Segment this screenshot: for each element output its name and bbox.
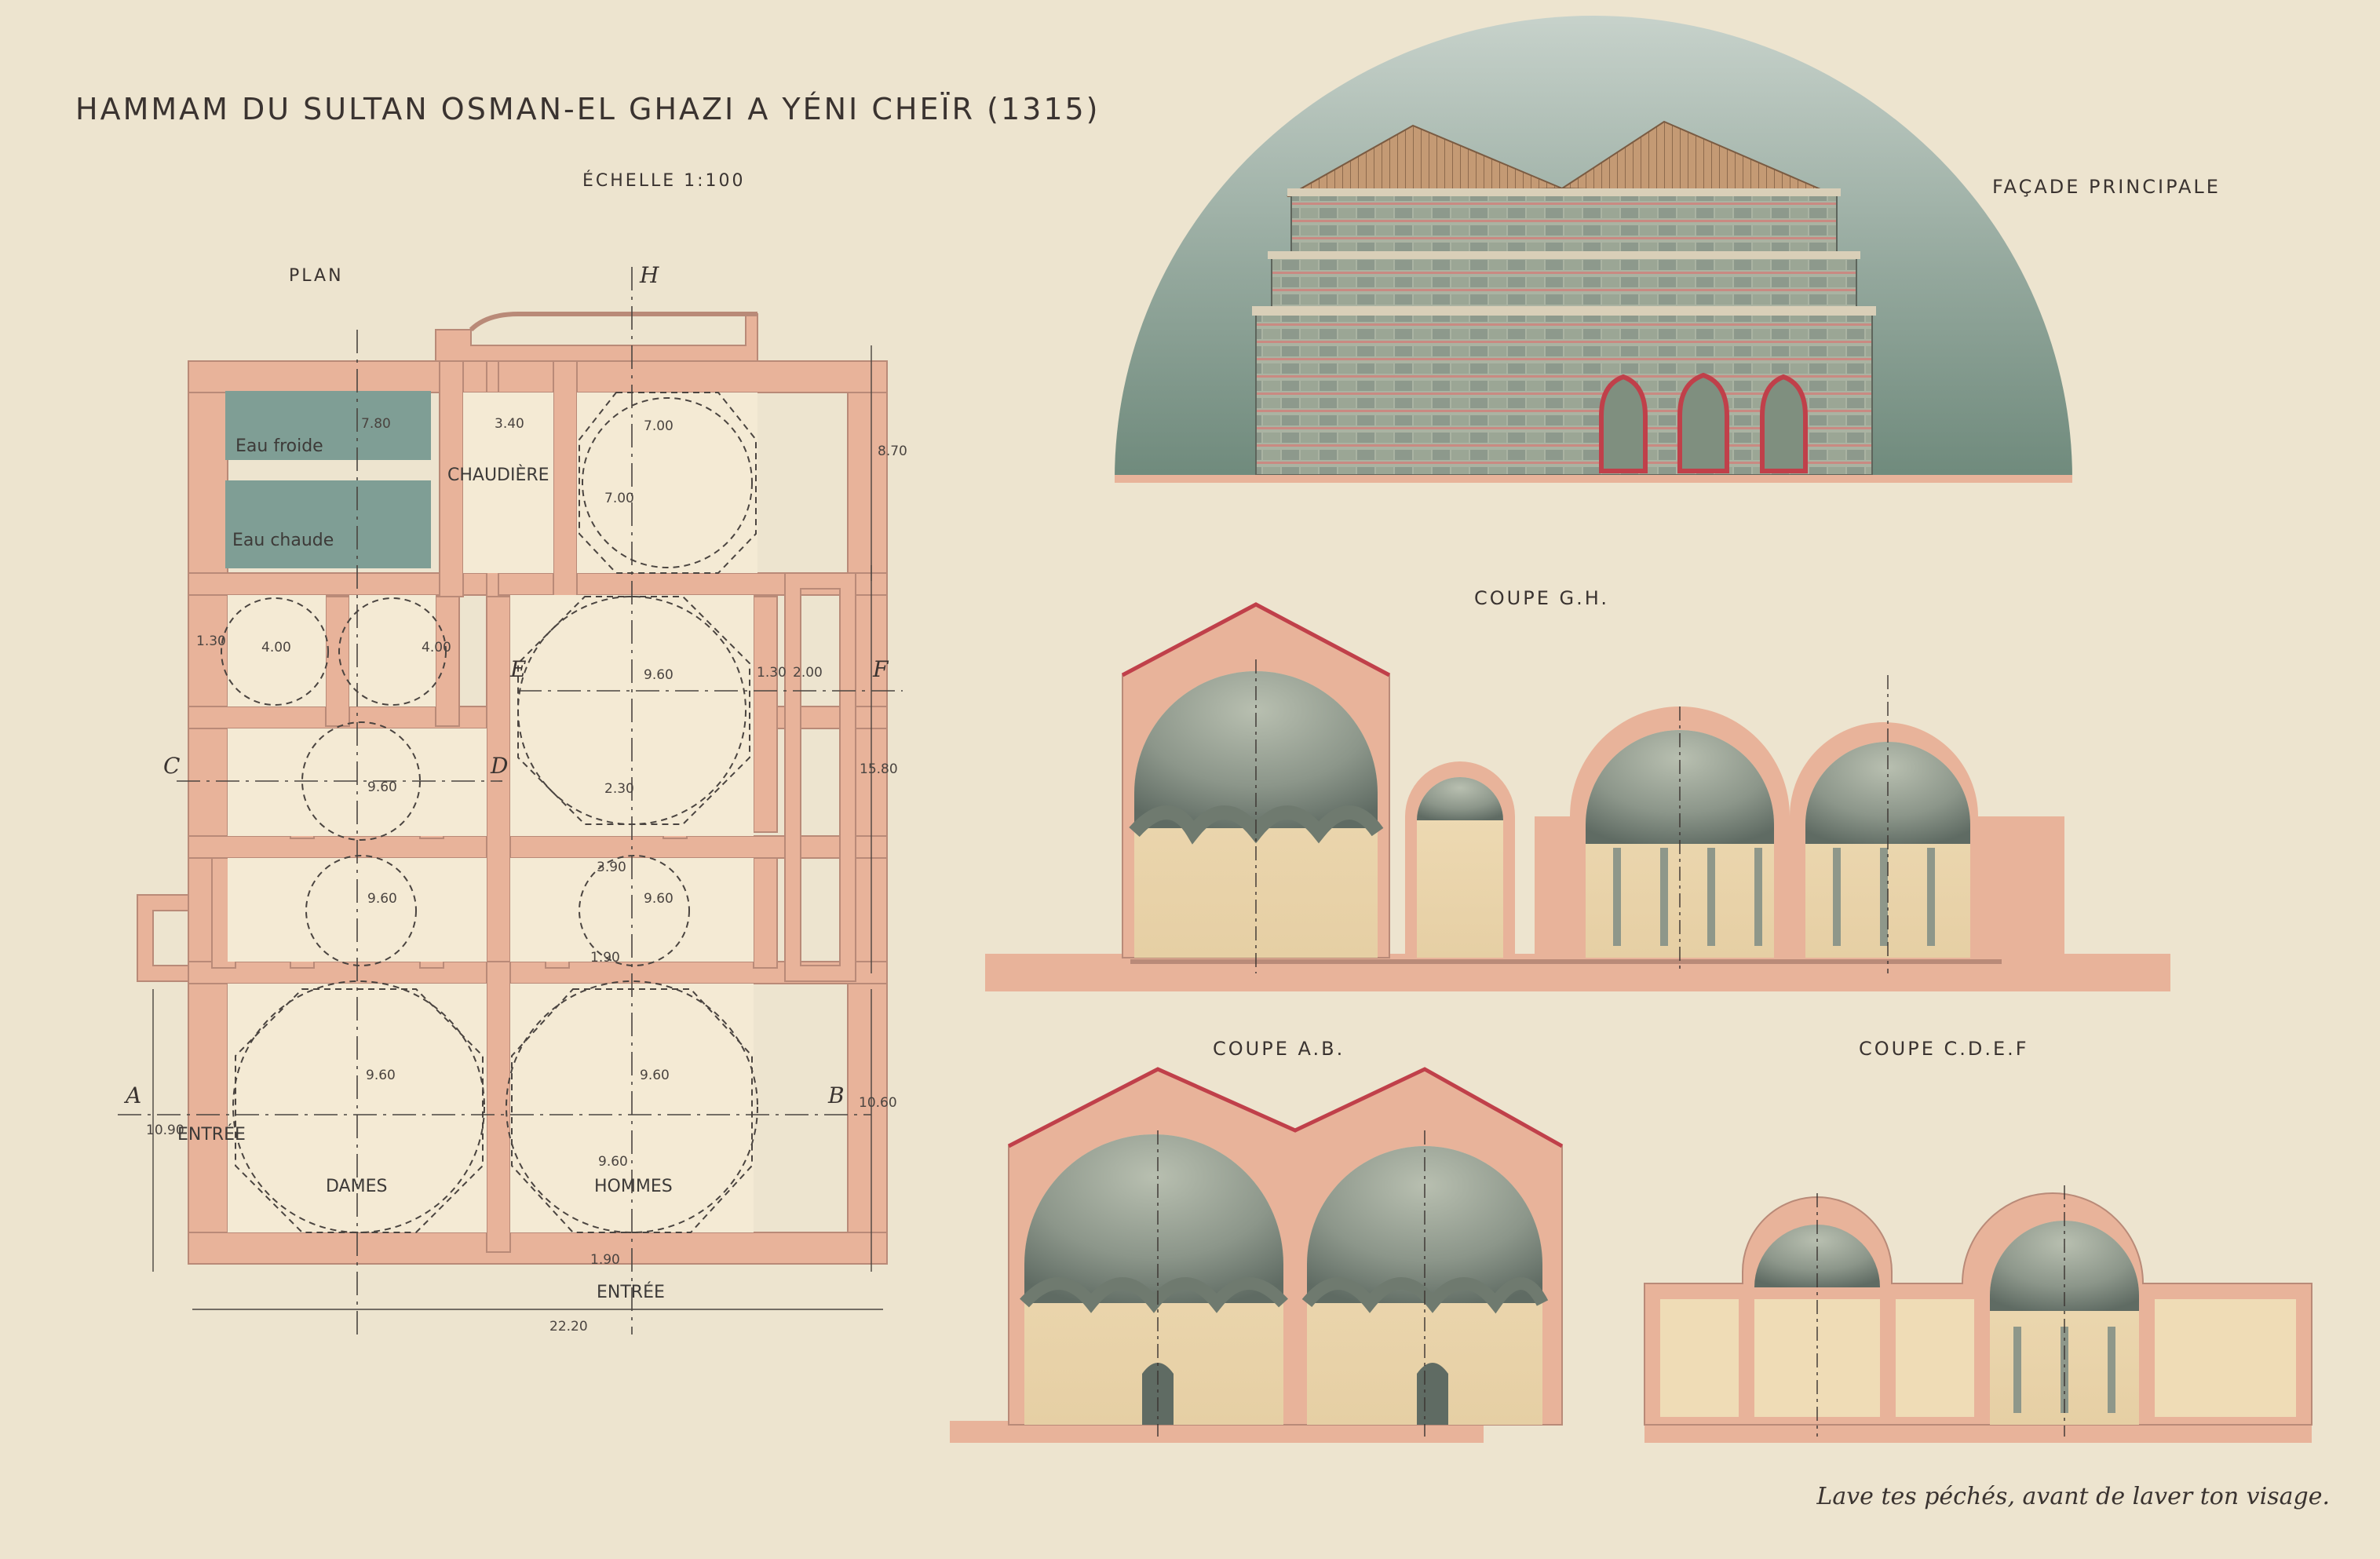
entree-side-label: ENTRÉE	[177, 1124, 246, 1145]
scale-label: ÉCHELLE 1:100	[582, 170, 746, 191]
eau-froide-label: Eau froide	[235, 436, 323, 456]
dim-label: 2.00	[793, 665, 823, 681]
section-mark-e: E	[509, 656, 526, 682]
dim-label: 9.60	[366, 1068, 396, 1083]
cold-water-tank	[225, 391, 431, 460]
dim-label: 3.40	[495, 416, 524, 432]
section-ab	[950, 1067, 1564, 1443]
dim-label: 10.60	[859, 1095, 897, 1111]
motto-inscription: Lave tes péchés, avant de laver ton visa…	[1816, 1483, 2330, 1510]
dim-label: 9.60	[598, 1154, 628, 1170]
dim-label: 2.30	[604, 781, 634, 797]
dim-label: 15.80	[860, 761, 898, 777]
hommes-label: HOMMES	[594, 1177, 673, 1196]
facade-elevation	[1115, 16, 2072, 483]
section-cdef	[1644, 1185, 2312, 1443]
floor-plan: Eau froide Eau chaude	[118, 262, 907, 1334]
eau-chaude-label: Eau chaude	[232, 531, 334, 550]
dim-label: 4.00	[422, 640, 451, 655]
dim-label: 9.60	[640, 1068, 670, 1083]
dim-label: 3.90	[597, 860, 626, 875]
section-mark-d: D	[490, 753, 508, 779]
section-mark-b: B	[827, 1083, 845, 1108]
chaudiere-label: CHAUDIÈRE	[447, 465, 549, 485]
dim-label: 10.90	[146, 1123, 184, 1138]
section-mark-c: C	[163, 753, 180, 779]
dames-label: DAMES	[326, 1177, 387, 1196]
section-mark-a: A	[123, 1083, 141, 1108]
plan-heading: PLAN	[289, 266, 344, 286]
section-gh-heading: COUPE G.H.	[1474, 587, 1609, 609]
dim-label: 9.60	[367, 780, 397, 795]
dim-label: 9.60	[367, 891, 397, 907]
section-cdef-heading: COUPE C.D.E.F	[1859, 1038, 2029, 1060]
section-ab-heading: COUPE A.B.	[1213, 1038, 1345, 1060]
facade-heading: FAÇADE PRINCIPALE	[1992, 176, 2221, 198]
dim-label: 7.80	[361, 416, 391, 432]
dim-label: 9.60	[644, 667, 673, 683]
section-mark-f: F	[872, 656, 889, 682]
dim-label: 1.90	[590, 950, 620, 966]
dim-label: 9.60	[644, 891, 673, 907]
dim-label: 8.70	[878, 444, 907, 459]
dim-label: 1.30	[196, 633, 226, 649]
entree-bottom-label: ENTRÉE	[597, 1282, 665, 1302]
section-mark-h: H	[639, 262, 659, 288]
dim-label: 1.90	[590, 1252, 620, 1268]
dim-label: 1.30	[757, 665, 787, 681]
section-gh	[985, 602, 2170, 991]
sheet-title: HAMMAM DU SULTAN OSMAN-EL GHAZI A YÉNI C…	[75, 92, 1101, 126]
dim-label: 7.00	[644, 418, 673, 434]
hot-water-tank	[225, 480, 431, 568]
dim-label: 4.00	[261, 640, 291, 655]
dim-label: 22.20	[549, 1319, 588, 1334]
dim-label: 7.00	[604, 491, 634, 506]
